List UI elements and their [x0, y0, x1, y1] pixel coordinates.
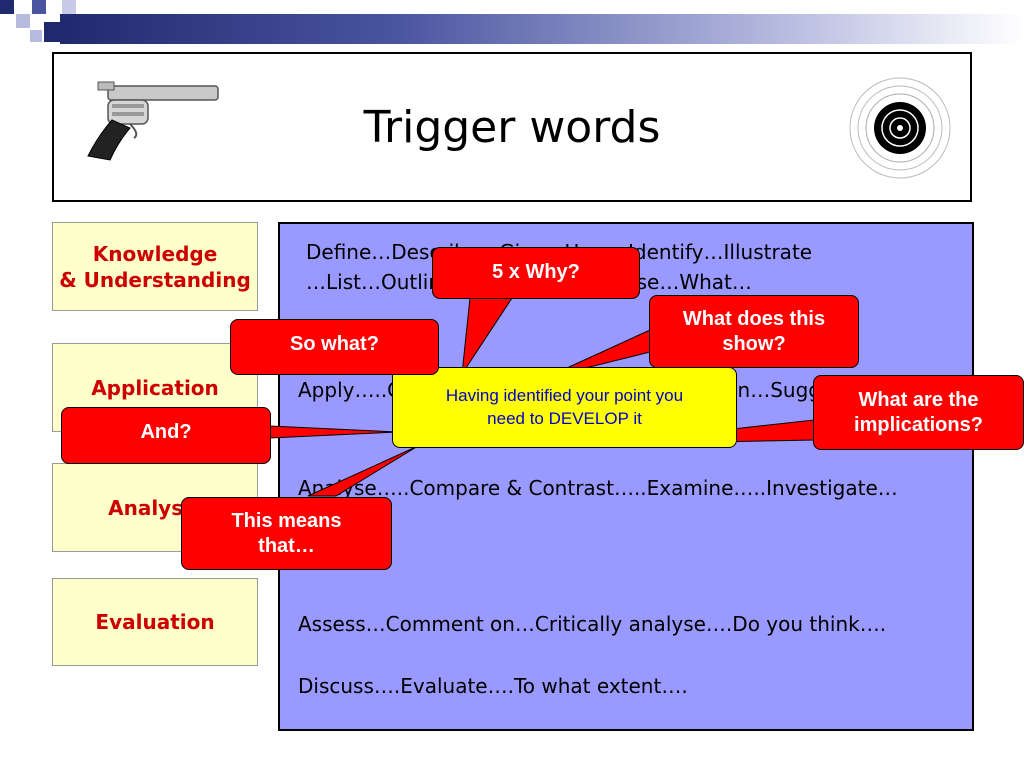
develop-note-line-2: need to DEVELOP it [487, 408, 642, 428]
pointer-five-why [461, 297, 513, 375]
callout-five-why-text: 5 x Why? [492, 261, 580, 283]
category-knowledge-line-1: Knowledge [92, 241, 218, 266]
callout-and: And? [61, 407, 271, 464]
deco-square [0, 0, 14, 14]
revolver-icon [87, 81, 219, 161]
callout-what-does-show-line-2: show? [722, 332, 786, 355]
evaluation-words-line-1: Assess…Comment on…Critically analyse….Do… [298, 612, 887, 636]
pointer-this-means [307, 445, 419, 497]
category-knowledge-line-2: & Understanding [59, 267, 251, 292]
callout-five-why: 5 x Why? [432, 247, 640, 299]
deco-square [30, 30, 42, 42]
analysis-words: Analyse…..Compare & Contrast…..Examine….… [298, 476, 898, 500]
callout-what-does-this-show: What does this show? [649, 295, 859, 368]
category-evaluation: Evaluation [52, 578, 258, 666]
category-knowledge: Knowledge & Understanding [52, 222, 258, 311]
deco-square [62, 0, 76, 14]
deco-square [16, 14, 30, 28]
callout-so-what: So what? [230, 319, 439, 375]
callout-this-means-that: This means that… [181, 497, 392, 570]
callout-and-text: And? [140, 421, 192, 443]
trigger-words-panel: Define…Describe…Give…How…Identify…Illust… [278, 222, 974, 731]
category-application-label: Application [91, 375, 219, 400]
callout-implications-line-1: What are the [858, 388, 979, 411]
callout-this-means-line-2: that… [258, 534, 315, 557]
shooting-target-icon [849, 77, 951, 179]
deco-square [44, 22, 60, 42]
header-gradient-bar [60, 14, 1024, 44]
callout-this-means-line-1: This means [231, 509, 342, 532]
category-evaluation-label: Evaluation [95, 610, 215, 634]
callout-implications-line-2: implications? [854, 413, 983, 436]
callout-what-does-show-line-1: What does this [682, 307, 826, 330]
title-box: Trigger words [52, 52, 972, 202]
pointer-and [269, 425, 399, 439]
callout-implications: What are the implications? [813, 375, 1024, 450]
develop-note-line-1: Having identified your point you [445, 385, 684, 405]
evaluation-words-line-2: Discuss….Evaluate….To what extent…. [298, 674, 688, 698]
deco-square [32, 0, 46, 14]
callout-so-what-text: So what? [290, 333, 379, 355]
page-title: Trigger words [363, 102, 661, 153]
develop-point-note: Having identified your point you need to… [392, 367, 737, 448]
